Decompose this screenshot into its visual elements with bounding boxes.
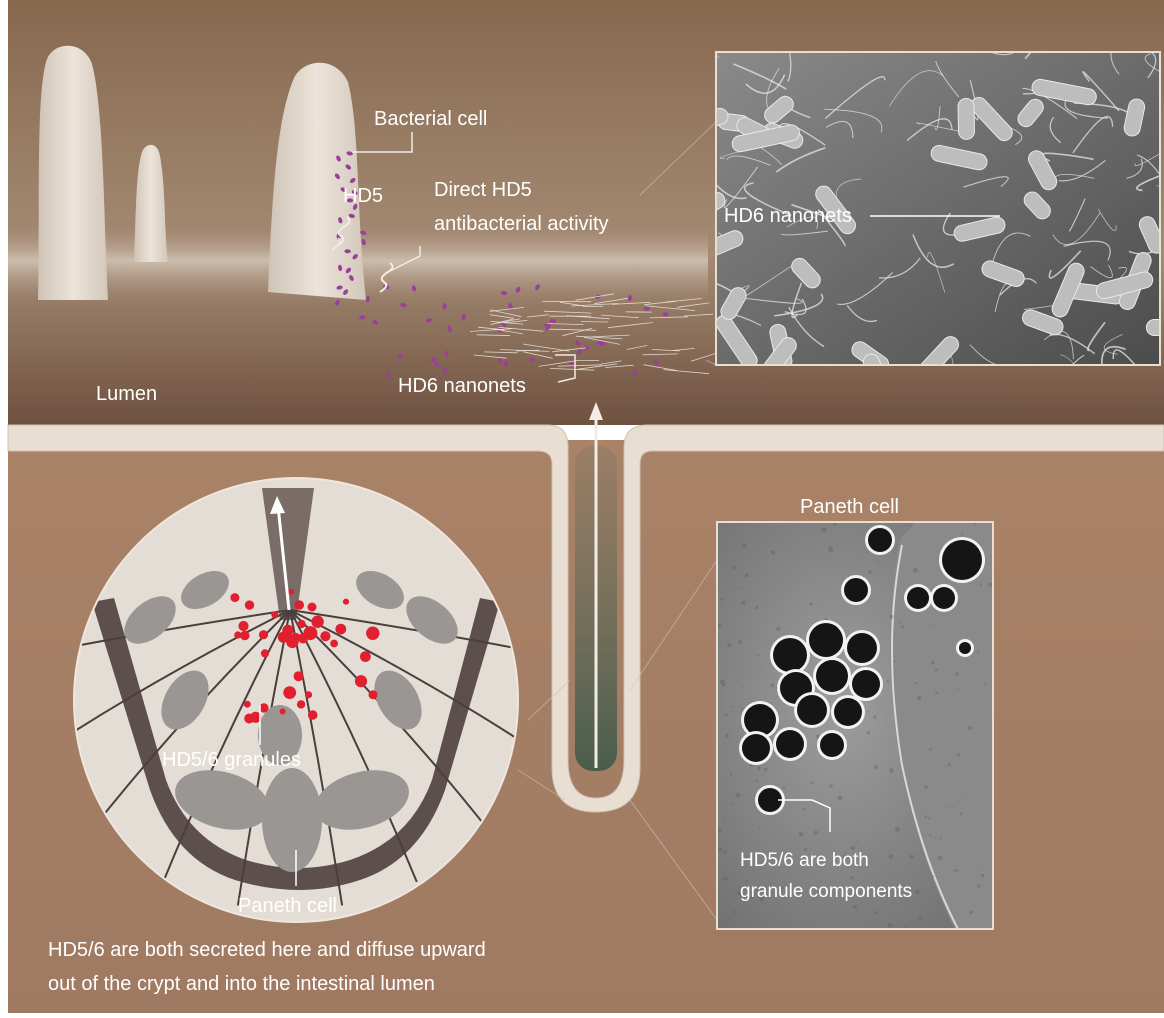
hd5-6-granule bbox=[280, 708, 286, 714]
label-paneth-cell-crypt: Paneth cell bbox=[238, 895, 337, 917]
tem-granule bbox=[834, 698, 862, 726]
hd5-6-granule bbox=[330, 640, 338, 648]
hd5-6-granule bbox=[298, 633, 308, 643]
hd5-6-granule bbox=[271, 611, 278, 618]
hd5-6-granule bbox=[261, 649, 269, 657]
label-bacterial-cell: Bacterial cell bbox=[374, 108, 487, 130]
hd5-6-granule bbox=[305, 691, 312, 698]
caption-line1: HD5/6 are both secreted here and diffuse… bbox=[48, 939, 486, 961]
tem-granule bbox=[742, 734, 770, 762]
caption-line2: out of the crypt and into the intestinal… bbox=[48, 973, 435, 995]
tem-granule bbox=[942, 540, 982, 580]
label-granule-components-line2: granule components bbox=[740, 881, 912, 902]
hd5-6-granule bbox=[308, 603, 317, 612]
tem-granule bbox=[868, 528, 892, 552]
label-hd6-nanonets-lumen: HD6 nanonets bbox=[398, 375, 526, 397]
label-lumen: Lumen bbox=[96, 383, 157, 405]
hd5-6-granule bbox=[308, 710, 318, 720]
tem-granule bbox=[773, 638, 807, 672]
tem-granule bbox=[907, 587, 929, 609]
hd5-6-granule bbox=[244, 701, 251, 708]
hd5-6-granule bbox=[320, 631, 330, 641]
label-paneth-cell-inset: Paneth cell bbox=[800, 496, 899, 518]
tem-granule bbox=[844, 578, 868, 602]
tem-granule bbox=[744, 704, 776, 736]
hd5-6-granule bbox=[259, 630, 268, 639]
hd5-6-granule bbox=[335, 624, 346, 635]
hd5-6-granule bbox=[298, 620, 306, 628]
label-hd5-6-granules: HD5/6 granules bbox=[162, 749, 301, 771]
label-granule-components-line1: HD5/6 are both bbox=[740, 850, 869, 871]
tem-granule bbox=[776, 730, 804, 758]
tem-granule bbox=[847, 633, 877, 663]
hd5-6-granule bbox=[369, 690, 378, 699]
hd5-6-granule bbox=[288, 589, 294, 595]
hd5-6-granule bbox=[245, 600, 254, 609]
tem-granule bbox=[852, 670, 880, 698]
label-hd5: HD5 bbox=[343, 185, 383, 207]
hd5-6-granule bbox=[294, 600, 304, 610]
hd5-6-granule bbox=[343, 599, 349, 605]
hd5-6-granule bbox=[278, 632, 289, 643]
bacterial-cell bbox=[504, 360, 508, 366]
hd5-6-granule bbox=[238, 621, 248, 631]
tem-granule bbox=[797, 695, 827, 725]
tem-granule bbox=[933, 587, 955, 609]
tem-granule bbox=[816, 660, 848, 692]
hd5-6-granule bbox=[240, 631, 250, 641]
hd5-6-granule bbox=[355, 675, 367, 687]
tem-granule bbox=[820, 733, 844, 757]
tem-granule bbox=[959, 642, 971, 654]
hd5-6-granule bbox=[294, 671, 304, 681]
label-hd6-nanonets-inset: HD6 nanonets bbox=[724, 205, 852, 227]
hd5-6-granule bbox=[311, 616, 323, 628]
hd5-6-granule bbox=[234, 631, 241, 638]
hd5-6-granule bbox=[297, 700, 305, 708]
label-direct-hd5-line2: antibacterial activity bbox=[434, 213, 609, 235]
tem-granule bbox=[809, 623, 843, 657]
hd5-6-granule bbox=[283, 686, 296, 699]
hd5-6-granule bbox=[360, 651, 371, 662]
hd5-6-granule bbox=[230, 593, 239, 602]
label-direct-hd5-line1: Direct HD5 bbox=[434, 179, 532, 201]
bacterial-cell bbox=[462, 314, 466, 320]
hd5-6-granule bbox=[366, 627, 379, 640]
